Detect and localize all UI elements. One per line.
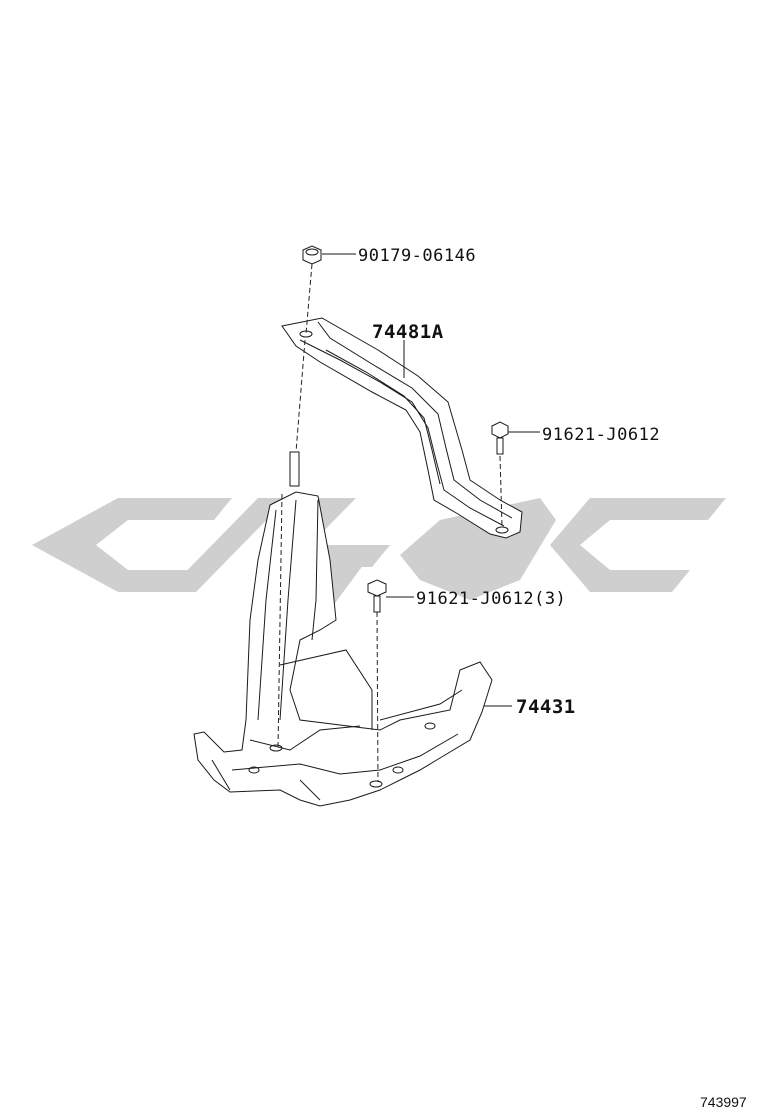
part-label-90179-06146: 90179-06146 bbox=[358, 246, 476, 266]
assembly-lines bbox=[277, 263, 503, 783]
battery-tray-74431 bbox=[193, 491, 493, 807]
part-label-74431: 74431 bbox=[516, 696, 576, 718]
bolt-91621-j0612-3-icon bbox=[367, 579, 387, 613]
stud-icon bbox=[289, 451, 300, 487]
part-label-74481a: 74481A bbox=[372, 321, 444, 343]
bolt-91621-j0612-icon bbox=[491, 421, 509, 455]
part-label-91621-j0612-3: 91621-J0612(3) bbox=[416, 589, 566, 609]
illustration-reference-number: 743997 bbox=[700, 1094, 747, 1110]
battery-clamp-74481a bbox=[281, 317, 523, 539]
leader-lines bbox=[322, 253, 540, 707]
nut-90179-06146-icon bbox=[302, 245, 322, 265]
part-label-91621-j0612: 91621-J0612 bbox=[542, 425, 660, 445]
